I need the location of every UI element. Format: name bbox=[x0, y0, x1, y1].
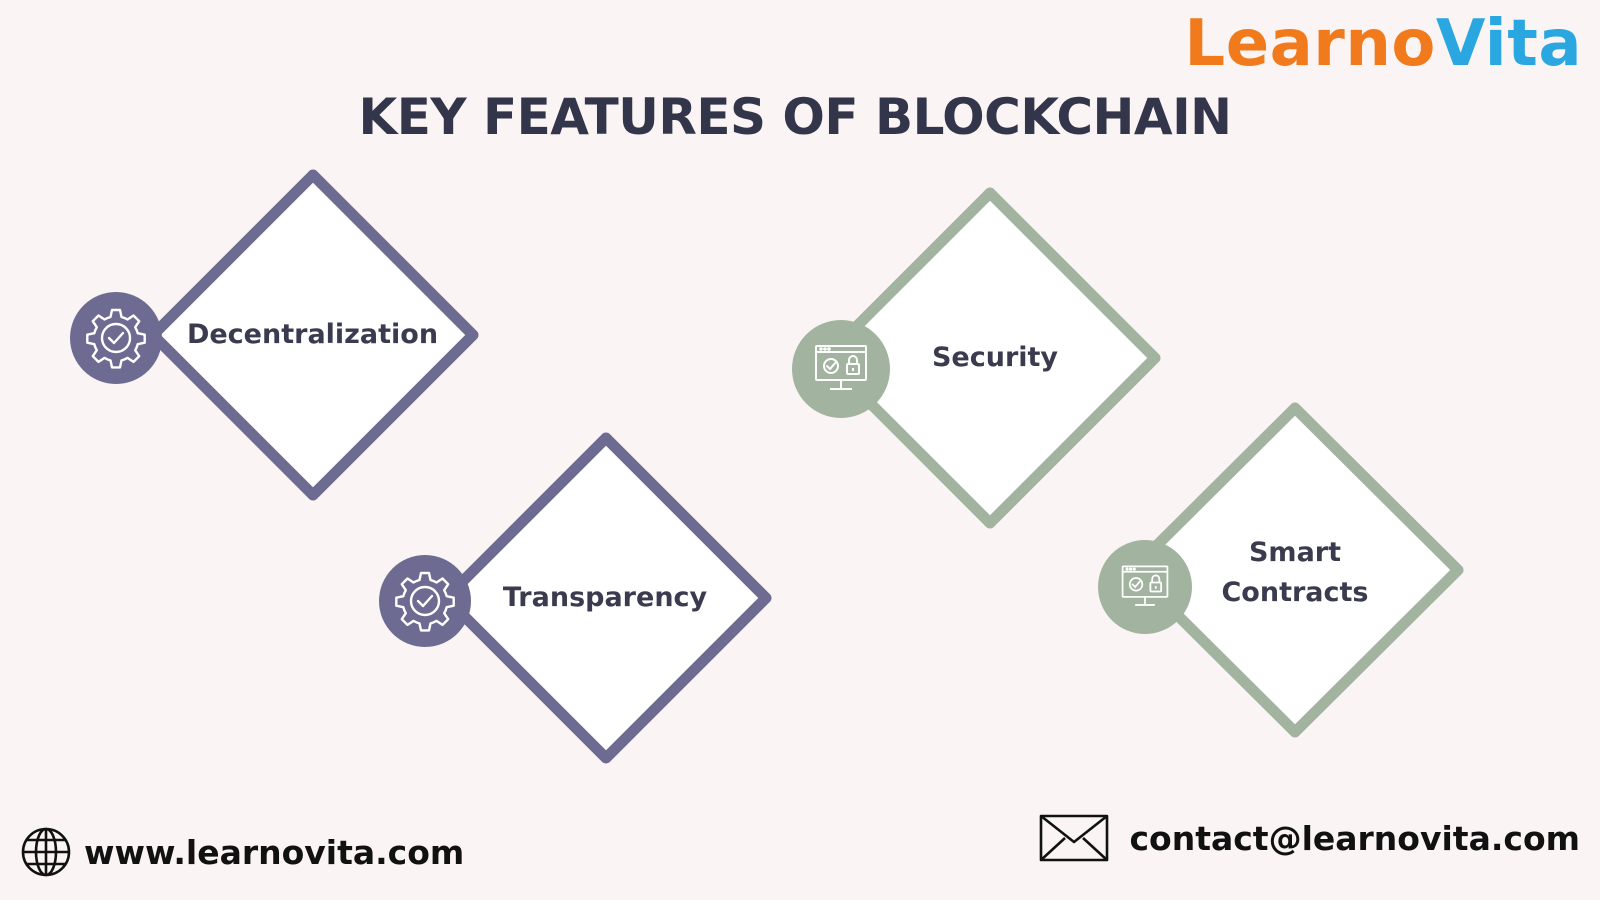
feature-smart-contracts: Smart Contracts bbox=[1090, 398, 1470, 748]
gear-check-icon bbox=[379, 555, 471, 647]
footer-email[interactable]: contact@learnovita.com bbox=[1039, 814, 1580, 862]
feature-decentralization: Decentralization bbox=[60, 165, 480, 505]
diamond-frame bbox=[819, 187, 1161, 529]
envelope-icon bbox=[1040, 814, 1109, 862]
globe-icon bbox=[21, 827, 71, 877]
brand-logo-part1: Learno bbox=[1184, 7, 1436, 81]
feature-label: Transparency bbox=[502, 582, 708, 613]
feature-label: Smart Contracts bbox=[1221, 537, 1369, 608]
brand-logo-part2: Vita bbox=[1435, 7, 1582, 81]
diamond-frame bbox=[147, 169, 479, 501]
website-link[interactable]: www.learnovita.com bbox=[84, 832, 465, 872]
page-title: KEY FEATURES OF BLOCKCHAIN bbox=[358, 88, 1232, 146]
feature-security: Security bbox=[785, 183, 1175, 533]
email-link[interactable]: contact@learnovita.com bbox=[1129, 818, 1580, 858]
monitor-lock-icon bbox=[792, 320, 890, 418]
footer-website[interactable]: www.learnovita.com bbox=[20, 826, 464, 878]
feature-label: Security bbox=[931, 342, 1059, 373]
gear-check-icon bbox=[70, 292, 162, 384]
diamond-frame bbox=[1126, 402, 1464, 738]
diamond-frame bbox=[440, 432, 772, 764]
feature-transparency: Transparency bbox=[360, 428, 780, 768]
feature-label: Decentralization bbox=[186, 319, 439, 350]
monitor-lock-icon bbox=[1098, 540, 1192, 634]
brand-logo: LearnoVita bbox=[1184, 4, 1582, 84]
